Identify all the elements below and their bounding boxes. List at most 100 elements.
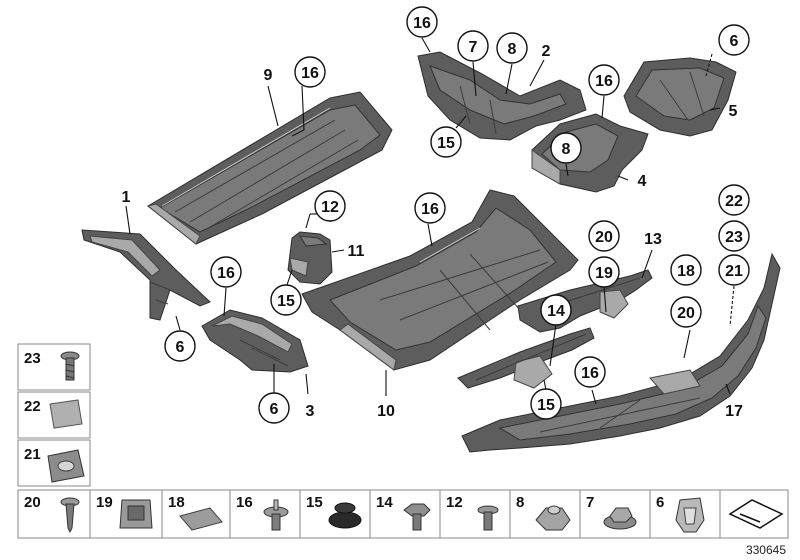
callout-circle: 21 — [718, 254, 750, 286]
svg-text:15: 15 — [437, 135, 455, 152]
legend-cell-label: 15 — [306, 494, 323, 511]
svg-text:6: 6 — [270, 401, 279, 418]
callout-plain: 3 — [306, 403, 315, 420]
legend-cell-label: 16 — [236, 494, 253, 511]
callouts: 16 7 8 2 6 9 16 5 16 15 8 4 1 12 11 16 2… — [122, 6, 750, 424]
svg-text:19: 19 — [595, 265, 613, 282]
callout-plain: 4 — [638, 173, 647, 190]
svg-text:7: 7 — [469, 39, 478, 56]
spring-clip-icon — [675, 497, 705, 533]
svg-text:14: 14 — [547, 303, 565, 320]
svg-text:18: 18 — [677, 263, 695, 280]
callout-circle: 22 — [718, 184, 750, 216]
callout-circle: 16 — [588, 64, 620, 96]
callout-plain: 2 — [542, 43, 551, 60]
push-rivet-icon — [263, 499, 289, 531]
part-10-shield — [301, 189, 579, 371]
part-11-block — [287, 231, 333, 285]
legend-cell-label: 19 — [96, 494, 113, 511]
clip-icon — [119, 499, 153, 529]
part-4-cover — [531, 113, 649, 193]
callout-circle: 15 — [270, 284, 302, 316]
legend-cell-label: 18 — [168, 494, 185, 511]
svg-text:15: 15 — [277, 293, 295, 310]
callout-circle: 6 — [718, 24, 750, 56]
callout-circle: 16 — [414, 192, 446, 224]
self-tapping-screw-icon — [60, 497, 80, 534]
callout-circle: 6 — [258, 392, 290, 424]
callout-circle: 12 — [314, 190, 346, 222]
legend-cell-label: 8 — [516, 494, 524, 511]
callout-circle: 14 — [540, 294, 572, 326]
svg-text:23: 23 — [24, 350, 41, 367]
legend-cell-label: 12 — [446, 494, 463, 511]
legend-bottom-row: 20 19 18 16 15 14 12 — [17, 489, 789, 539]
svg-text:6: 6 — [730, 33, 739, 50]
svg-text:23: 23 — [725, 229, 743, 246]
part-3-guide — [201, 309, 309, 373]
svg-text:22: 22 — [24, 398, 41, 415]
part-14-strut — [457, 327, 595, 389]
pad-icon — [49, 399, 83, 429]
legend-cell-label: 6 — [656, 494, 664, 511]
callout-circle: 7 — [457, 30, 489, 62]
part-1-bracket — [81, 229, 211, 321]
svg-text:6: 6 — [176, 339, 185, 356]
svg-text:21: 21 — [725, 263, 743, 280]
callout-circle: 18 — [670, 254, 702, 286]
callout-circle: 8 — [550, 132, 582, 164]
svg-text:21: 21 — [24, 446, 41, 463]
leader-lines — [125, 37, 735, 405]
svg-text:16: 16 — [217, 265, 235, 282]
legend-cell-label: 14 — [376, 494, 393, 511]
screw-icon — [477, 505, 499, 531]
callout-circle: 20 — [670, 296, 702, 328]
callout-circle: 16 — [406, 6, 438, 38]
part-5-cover — [623, 57, 737, 137]
callout-plain: 10 — [377, 403, 395, 420]
nut-icon — [535, 505, 571, 531]
svg-text:16: 16 — [413, 15, 431, 32]
part-17-valance — [461, 252, 781, 453]
callout-circle: 6 — [164, 330, 196, 362]
callout-circle: 8 — [496, 32, 528, 64]
svg-text:8: 8 — [508, 41, 517, 58]
legend-row-frame — [17, 489, 789, 539]
svg-text:8: 8 — [562, 141, 571, 158]
legend-left-column: 23 22 21 — [17, 343, 91, 487]
legend-cell-label: 7 — [586, 494, 594, 511]
svg-text:16: 16 — [421, 201, 439, 218]
callout-circle: 16 — [294, 56, 326, 88]
legend-cell-label: 20 — [24, 494, 41, 511]
arrow-symbol-icon — [728, 499, 784, 529]
callout-plain: 1 — [122, 189, 131, 206]
rubber-plug-icon — [328, 502, 362, 529]
callout-circle: 15 — [530, 388, 562, 420]
callout-plain: 13 — [644, 231, 662, 248]
callout-plain: 5 — [729, 103, 738, 120]
svg-text:20: 20 — [677, 305, 695, 322]
svg-text:15: 15 — [537, 397, 555, 414]
svg-text:16: 16 — [581, 365, 599, 382]
callout-circle: 19 — [588, 256, 620, 288]
callout-circle: 15 — [430, 126, 462, 158]
diagram-id: 330645 — [746, 543, 786, 557]
callout-circle: 16 — [210, 256, 242, 288]
pad-icon — [179, 507, 223, 531]
hex-bolt-icon — [403, 503, 431, 531]
callout-plain: 9 — [264, 67, 273, 84]
svg-text:22: 22 — [725, 193, 743, 210]
callout-circle: 23 — [718, 220, 750, 252]
flange-nut-icon — [603, 507, 637, 530]
callout-plain: 11 — [348, 243, 365, 260]
grommet-icon — [47, 449, 85, 483]
legend-cell: 23 — [17, 343, 91, 391]
legend-cell: 22 — [17, 391, 91, 439]
screw-icon — [60, 351, 80, 381]
svg-text:20: 20 — [595, 229, 613, 246]
callout-plain: 17 — [725, 403, 743, 420]
legend-cell: 21 — [17, 439, 91, 487]
part-9-tray — [146, 91, 393, 245]
